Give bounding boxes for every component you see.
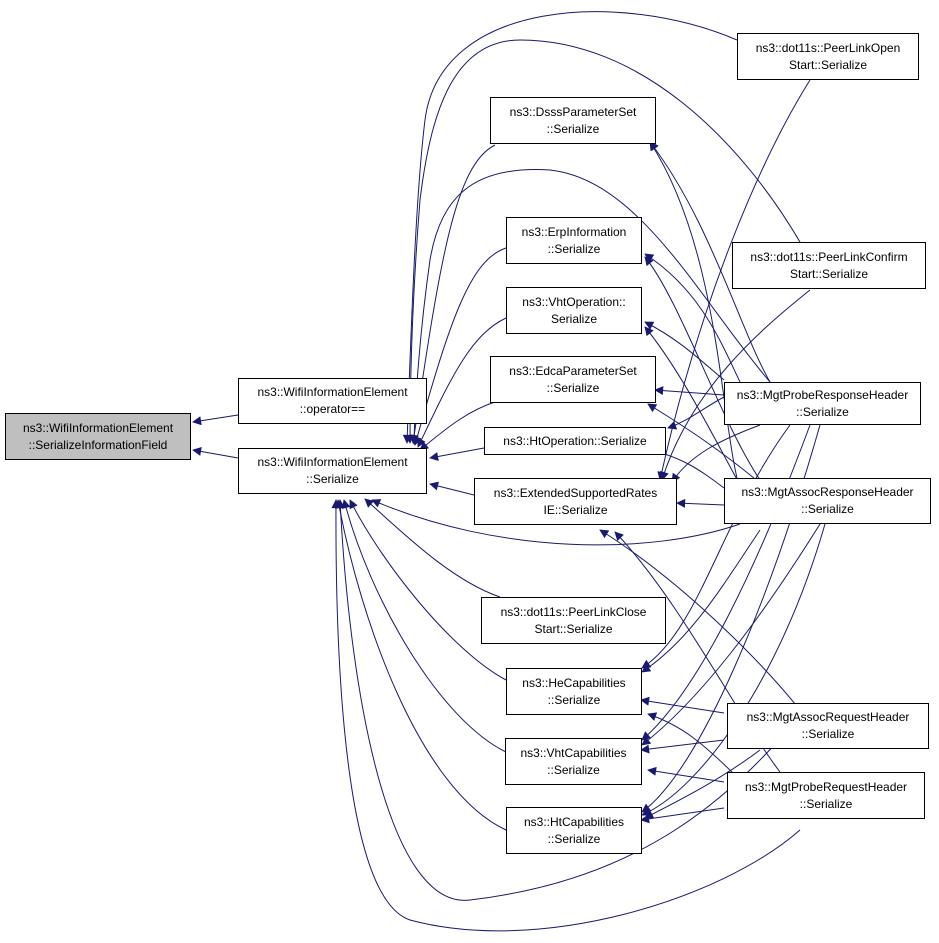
node-wifi-ie-serialize[interactable]: ns3::WifiInformationElement ::Serialize xyxy=(238,448,427,494)
node-label-line1: ns3::MgtProbeRequestHeader xyxy=(744,779,908,794)
edge-proberesp-edca xyxy=(654,386,725,396)
edge-plcl-serialize xyxy=(364,498,501,598)
node-label-line2: ::Serialize xyxy=(546,380,600,395)
edge-plcf-serialize xyxy=(405,39,801,444)
edge-assocresp-serialize xyxy=(371,499,741,546)
node-wifi-ie-operator-eq[interactable]: ns3::WifiInformationElement ::operator== xyxy=(238,378,427,424)
node-hecapabilities-serialize[interactable]: ns3::HeCapabilities ::Serialize xyxy=(506,668,642,715)
node-label-line1: ns3::WifiInformationElement xyxy=(22,420,174,435)
node-label-line1: ns3::VhtCapabilities xyxy=(520,745,627,760)
edge-proberesp-vhtcap xyxy=(641,424,811,741)
node-label-line1: ns3::HtCapabilities xyxy=(523,814,625,829)
edge-assocresp-vhtcap xyxy=(641,523,821,746)
edge-hecap-serialize xyxy=(349,499,507,681)
node-probe-response-serialize[interactable]: ns3::MgtProbeResponseHeader ::Serialize xyxy=(724,382,921,425)
edge-plo-esr xyxy=(657,79,811,481)
edge-assocresp-vhtop xyxy=(644,326,741,486)
node-peerlinkconfirm-serialize[interactable]: ns3::dot11s::PeerLinkConfirm Start::Seri… xyxy=(732,242,926,289)
node-htcapabilities-serialize[interactable]: ns3::HtCapabilities ::Serialize xyxy=(506,807,642,854)
edge-erp-serialize xyxy=(412,247,507,446)
node-label-line2: ::SerializeInformationField xyxy=(28,437,168,452)
node-assoc-request-serialize[interactable]: ns3::MgtAssocRequestHeader ::Serialize xyxy=(727,703,929,749)
node-serialize-information-field[interactable]: ns3::WifiInformationElement ::SerializeI… xyxy=(5,413,191,460)
node-peerlinkopen-serialize[interactable]: ns3::dot11s::PeerLinkOpen Start::Seriali… xyxy=(737,33,919,80)
edge-assocreq-esr xyxy=(599,529,801,711)
node-label-line1: ns3::DsssParameterSet xyxy=(509,104,637,119)
node-vhtcapabilities-serialize[interactable]: ns3::VhtCapabilities ::Serialize xyxy=(505,738,642,785)
edge-proberesp-htop xyxy=(667,396,725,430)
node-label-line1: ns3::HtOperation::Serialize xyxy=(503,433,647,448)
node-label-line1: ns3::WifiInformationElement xyxy=(257,455,408,469)
node-label-line2: ::Serialize xyxy=(801,502,854,516)
edge-proberesp-dsss xyxy=(649,141,771,383)
edge-assocresp-erp xyxy=(644,256,761,481)
edge-opeq-root xyxy=(192,414,239,426)
edge-probereq-hecap xyxy=(647,712,741,781)
edge-assocresp-edca xyxy=(647,403,761,484)
node-label-line1: ns3::WifiInformationElement xyxy=(257,385,408,399)
node-label-line2: ::Serialize xyxy=(801,727,855,741)
node-peerlinkclose-serialize[interactable]: ns3::dot11s::PeerLinkClose Start::Serial… xyxy=(481,597,666,644)
node-label-line2: Start::Serialize xyxy=(789,266,869,281)
node-label-line1: ns3::EdcaParameterSet xyxy=(509,363,637,378)
edge-probereq-vhtcap xyxy=(647,766,725,783)
node-label-line1: ns3::dot11s::PeerLinkConfirm xyxy=(750,249,908,264)
edge-probereq-serialize xyxy=(331,499,801,932)
edge-edca-serialize xyxy=(419,401,496,451)
node-label-line2: ::Serialize xyxy=(547,241,601,256)
node-dsss-serialize[interactable]: ns3::DsssParameterSet ::Serialize xyxy=(490,97,656,144)
edge-proberesp-erp xyxy=(644,253,741,383)
node-label-line1: ns3::HeCapabilities xyxy=(522,675,626,690)
edge-vhtop-serialize xyxy=(417,317,507,448)
edge-htcap-serialize xyxy=(335,499,507,831)
node-label-line1: ns3::ErpInformation xyxy=(521,224,627,239)
node-edca-serialize[interactable]: ns3::EdcaParameterSet ::Serialize xyxy=(490,356,656,403)
node-label-line1: ns3::dot11s::PeerLinkClose xyxy=(500,604,647,619)
node-extended-supported-rates-serialize[interactable]: ns3::ExtendedSupportedRates IE::Serializ… xyxy=(474,478,677,525)
edge-proberesp-vhtop xyxy=(644,321,725,381)
edge-esr-serialize xyxy=(429,481,475,496)
edge-assocreq-serialize xyxy=(335,499,806,901)
node-erp-serialize[interactable]: ns3::ErpInformation ::Serialize xyxy=(506,217,642,264)
edge-proberesp-serialize xyxy=(409,169,771,445)
edge-assocreq-hecap xyxy=(640,696,725,714)
node-label-line2: ::operator== xyxy=(299,402,366,416)
node-assoc-response-serialize[interactable]: ns3::MgtAssocResponseHeader ::Serialize xyxy=(724,478,931,524)
node-label-line2: Serialize xyxy=(550,311,598,326)
node-label-line2: ::Serialize xyxy=(547,692,601,707)
edge-dsss-serialize xyxy=(409,144,496,444)
edge-assocresp-esr xyxy=(676,498,725,508)
node-htoperation-serialize[interactable]: ns3::HtOperation::Serialize xyxy=(484,427,666,455)
node-probe-request-serialize[interactable]: ns3::MgtProbeRequestHeader ::Serialize xyxy=(727,772,925,819)
edge-assocreq-htcap xyxy=(644,749,761,819)
node-label-line2: ::Serialize xyxy=(547,831,601,846)
edge-probereq-htcap xyxy=(640,807,725,824)
node-label-line1: ns3::ExtendedSupportedRates xyxy=(493,485,658,500)
node-label-line2: ::Serialize xyxy=(546,121,600,136)
edge-assocresp-hecap xyxy=(641,529,761,673)
edge-plo-serialize xyxy=(402,11,738,444)
node-label-line2: Start::Serialize xyxy=(534,621,613,636)
edge-vhtcap-serialize xyxy=(341,499,507,753)
edge-proberesp-hecap xyxy=(641,424,791,669)
node-label-line2: ::Serialize xyxy=(796,404,849,419)
edge-proberesp-esr xyxy=(671,424,761,483)
edge-serialize-root xyxy=(192,446,239,459)
edge-plcf-esr xyxy=(660,289,811,481)
node-label-line1: ns3::VhtOperation:: xyxy=(522,294,626,309)
node-label-line1: ns3::MgtProbeResponseHeader xyxy=(736,387,909,402)
node-label-line1: ns3::MgtAssocRequestHeader xyxy=(746,710,910,724)
node-label-line2: IE::Serialize xyxy=(543,502,608,517)
node-vhtoperation-serialize[interactable]: ns3::VhtOperation:: Serialize xyxy=(506,287,642,334)
edge-assocreq-vhtcap xyxy=(640,739,725,754)
node-label-line1: ns3::dot11s::PeerLinkOpen xyxy=(755,40,901,55)
node-label-line2: ::Serialize xyxy=(799,796,853,811)
node-label-line2: ::Serialize xyxy=(306,472,359,486)
node-label-line2: Start::Serialize xyxy=(788,57,868,72)
node-label-line2: ::Serialize xyxy=(547,762,600,777)
node-label-line1: ns3::MgtAssocResponseHeader xyxy=(741,485,914,499)
edge-htop-serialize xyxy=(429,447,485,461)
